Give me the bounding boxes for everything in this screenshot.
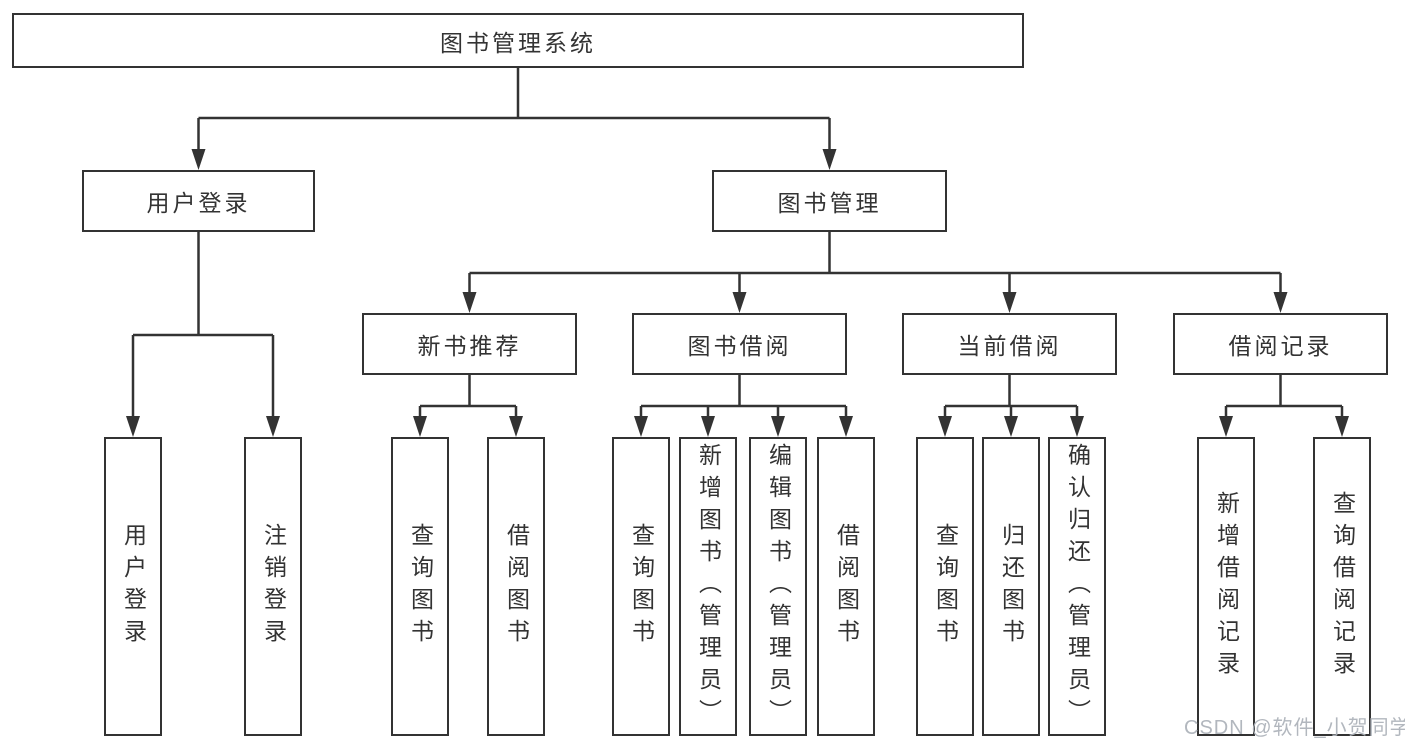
edge-user-login-to-leaves xyxy=(131,232,275,420)
node-label: 当前借阅 xyxy=(957,333,1062,359)
leaf-query-books-borrow: 查询图书 xyxy=(612,437,670,736)
node-label: 图书借阅 xyxy=(687,333,792,359)
leaf-label: 确认归还（管理员） xyxy=(1064,442,1091,731)
csdn-watermark: CSDN @软件_小贺同学 xyxy=(1184,717,1405,739)
leaf-label: 注销登录 xyxy=(260,522,287,651)
arrowhead-icon xyxy=(822,149,837,170)
edge-current-borrow-to-leaves xyxy=(943,375,1079,420)
arrowhead-icon xyxy=(732,292,747,313)
arrowhead-icon xyxy=(839,416,853,437)
leaf-label: 新增图书（管理员） xyxy=(695,442,722,731)
leaf-user-login: 用户登录 xyxy=(104,437,162,736)
arrowhead-icon xyxy=(701,416,715,437)
arrowhead-icon xyxy=(266,416,280,437)
arrowhead-icon xyxy=(771,416,785,437)
node-book-management: 图书管理 xyxy=(712,170,947,232)
leaf-query-borrow-record: 查询借阅记录 xyxy=(1313,437,1371,736)
leaf-label: 查询图书 xyxy=(932,522,959,651)
leaf-label: 归还图书 xyxy=(998,522,1025,651)
leaf-label: 查询借阅记录 xyxy=(1329,490,1356,683)
arrowhead-icon xyxy=(1004,416,1018,437)
edge-book-management-to-level2 xyxy=(468,232,1282,296)
leaf-borrow-books-recommend: 借阅图书 xyxy=(487,437,545,736)
leaf-label: 借阅图书 xyxy=(503,522,530,651)
arrowheads xyxy=(126,149,1349,437)
node-label: 图书管理 xyxy=(777,190,882,216)
edge-new-book-to-leaves xyxy=(418,375,518,420)
arrowhead-icon xyxy=(462,292,477,313)
arrowhead-icon xyxy=(126,416,140,437)
arrowhead-icon xyxy=(1070,416,1084,437)
arrowhead-icon xyxy=(413,416,427,437)
leaf-query-books-recommend: 查询图书 xyxy=(391,437,449,736)
node-system-root: 图书管理系统 xyxy=(12,13,1024,68)
node-book-borrow: 图书借阅 xyxy=(632,313,847,375)
arrowhead-icon xyxy=(191,149,206,170)
arrowhead-icon xyxy=(1219,416,1233,437)
leaf-borrow-books-borrow: 借阅图书 xyxy=(817,437,875,736)
arrowhead-icon xyxy=(1273,292,1288,313)
arrowhead-icon xyxy=(634,416,648,437)
node-label: 借阅记录 xyxy=(1228,333,1333,359)
node-user-login: 用户登录 xyxy=(82,170,315,232)
edge-root-to-level1 xyxy=(197,68,831,152)
leaf-label: 编辑图书（管理员） xyxy=(765,442,792,731)
node-borrow-records: 借阅记录 xyxy=(1173,313,1388,375)
leaf-query-books-current: 查询图书 xyxy=(916,437,974,736)
leaf-add-borrow-record: 新增借阅记录 xyxy=(1197,437,1255,736)
leaf-label: 查询图书 xyxy=(628,522,655,651)
arrowhead-icon xyxy=(938,416,952,437)
leaf-label: 借阅图书 xyxy=(833,522,860,651)
arrowhead-icon xyxy=(509,416,523,437)
leaf-label: 新增借阅记录 xyxy=(1213,490,1240,683)
node-label: 图书管理系统 xyxy=(440,29,596,56)
node-current-borrow: 当前借阅 xyxy=(902,313,1117,375)
arrowhead-icon xyxy=(1335,416,1349,437)
leaf-return-book: 归还图书 xyxy=(982,437,1040,736)
edge-book-borrow-to-leaves xyxy=(639,375,848,420)
arrowhead-icon xyxy=(1002,292,1017,313)
leaf-add-book-admin: 新增图书（管理员） xyxy=(679,437,737,736)
node-label: 新书推荐 xyxy=(417,333,522,359)
leaf-confirm-return-admin: 确认归还（管理员） xyxy=(1048,437,1106,736)
edge-borrow-records-to-leaves xyxy=(1224,375,1344,420)
node-new-book-recommend: 新书推荐 xyxy=(362,313,577,375)
leaf-logout: 注销登录 xyxy=(244,437,302,736)
leaf-edit-book-admin: 编辑图书（管理员） xyxy=(749,437,807,736)
leaf-label: 用户登录 xyxy=(120,522,147,651)
node-label: 用户登录 xyxy=(146,190,251,216)
leaf-label: 查询图书 xyxy=(407,522,434,651)
